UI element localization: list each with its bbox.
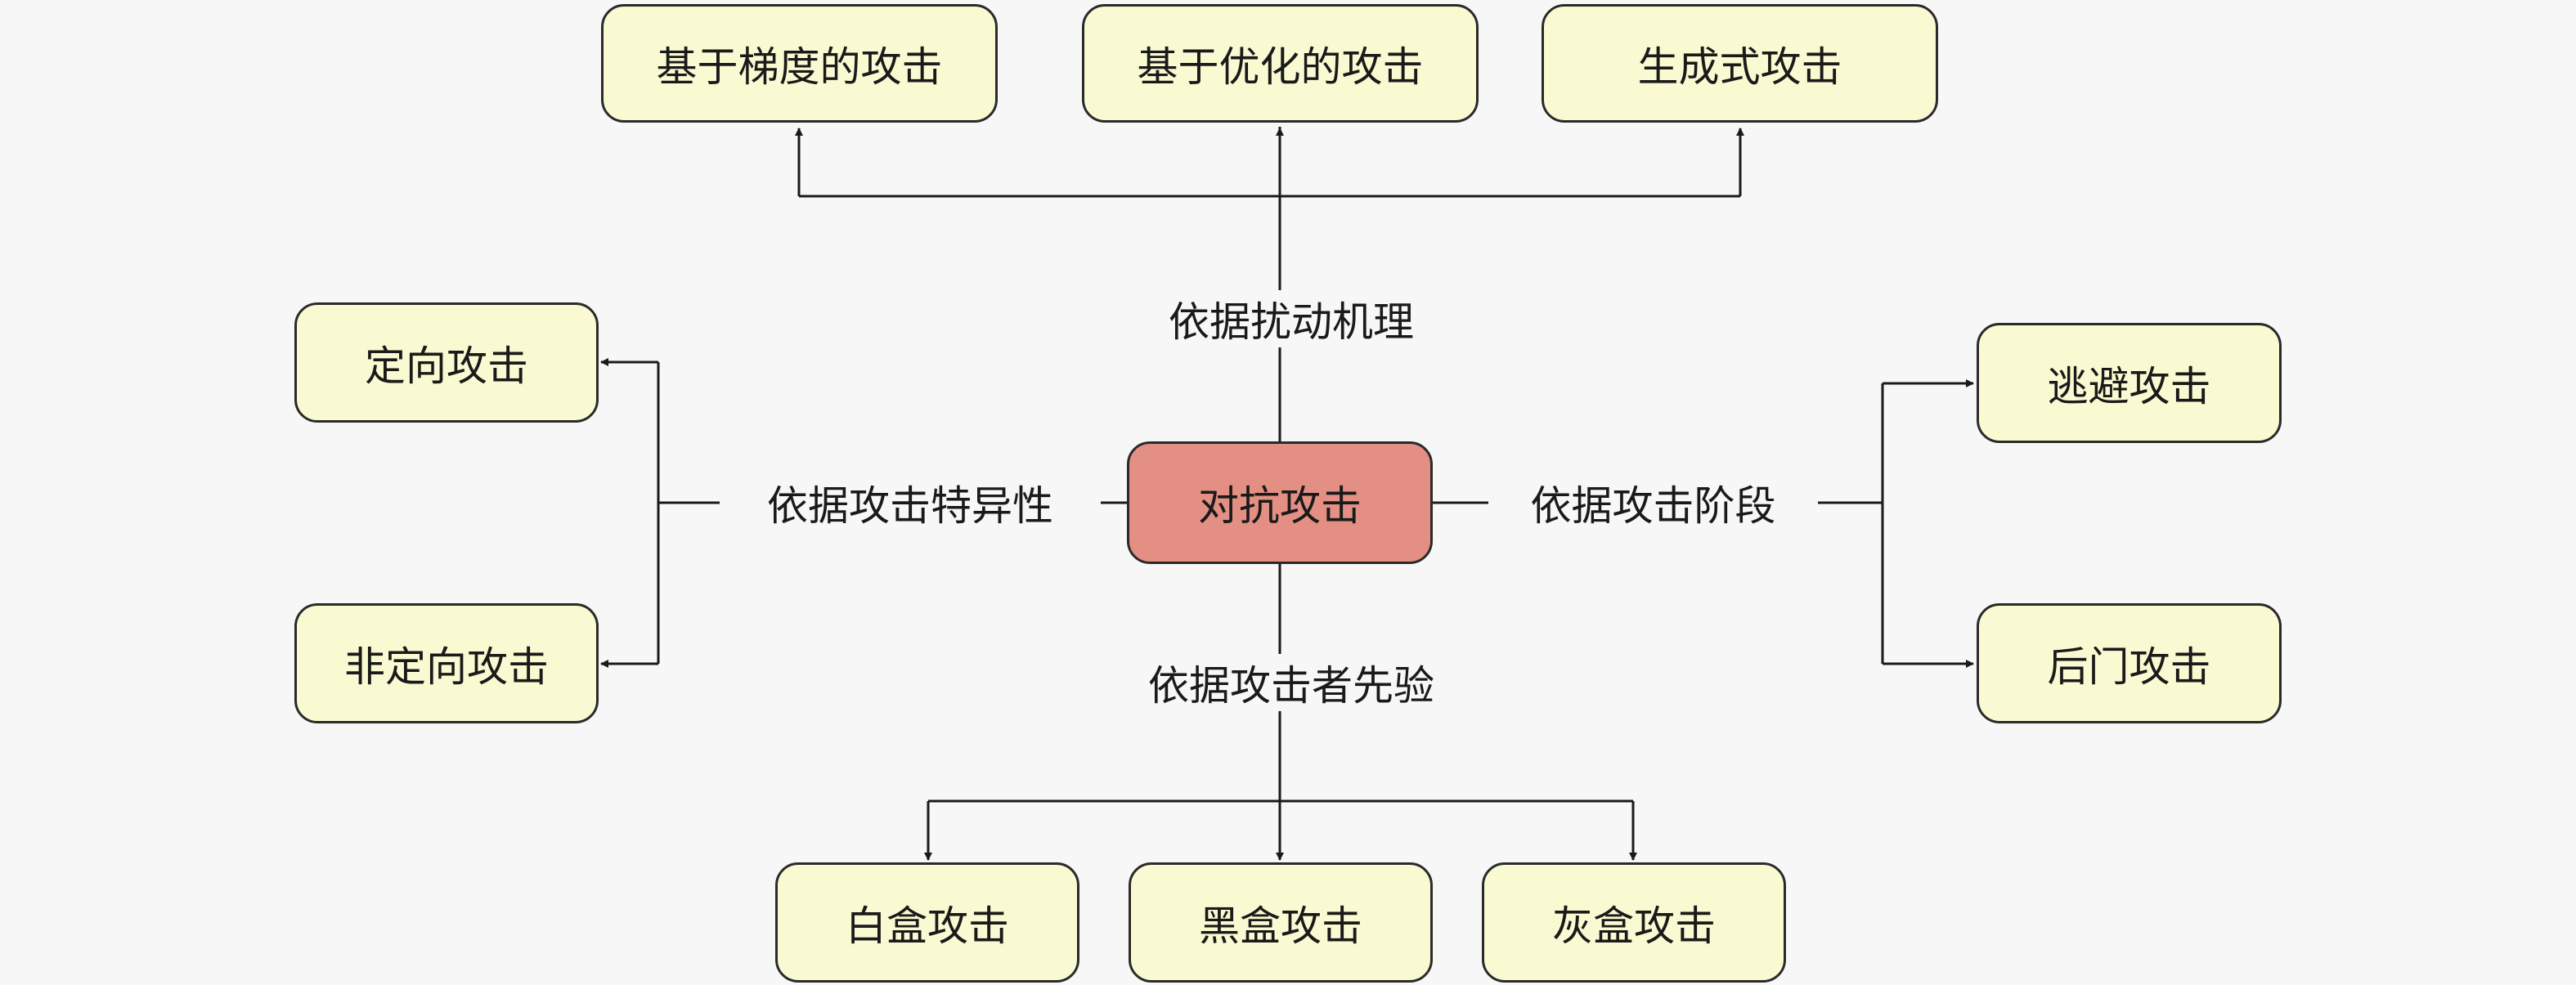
branch-label-mechanism: 依据扰动机理 (1129, 290, 1454, 347)
node-black-box-attack: 黑盒攻击 (1129, 862, 1433, 983)
node-white-box-attack: 白盒攻击 (775, 862, 1079, 983)
node-targeted-attack: 定向攻击 (294, 302, 599, 423)
branch-label-prior: 依据攻击者先验 (1112, 654, 1470, 711)
node-untargeted-attack: 非定向攻击 (294, 603, 599, 723)
node-optimization-attack: 基于优化的攻击 (1082, 4, 1479, 123)
branch-label-stage: 依据攻击阶段 (1488, 474, 1818, 531)
node-backdoor-attack: 后门攻击 (1977, 603, 2282, 723)
node-generative-attack: 生成式攻击 (1542, 4, 1938, 123)
center-node: 对抗攻击 (1127, 441, 1433, 564)
node-evasion-attack: 逃避攻击 (1977, 323, 2282, 443)
node-gray-box-attack: 灰盒攻击 (1482, 862, 1786, 983)
branch-label-specificity: 依据攻击特异性 (720, 474, 1101, 531)
node-gradient-attack: 基于梯度的攻击 (601, 4, 998, 123)
